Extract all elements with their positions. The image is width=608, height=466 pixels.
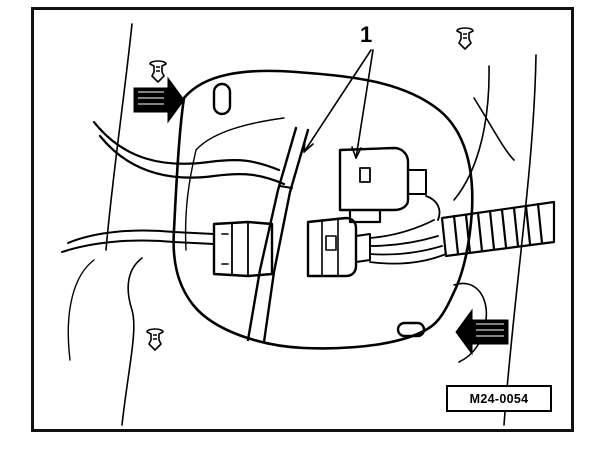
clip-symbol-top-left — [149, 60, 167, 83]
upper-connector-latch — [348, 208, 382, 224]
reference-code: M24-0054 — [469, 391, 529, 406]
upper-connector-housing — [338, 146, 410, 212]
technical-illustration — [61, 23, 556, 426]
diagram-frame: 1 M24-0054 — [31, 7, 574, 432]
left-cable-edge-b — [61, 239, 215, 253]
diagonal-bracket-edge — [262, 128, 310, 344]
upper-hose-edge-b — [98, 134, 286, 186]
right-side-contour — [473, 97, 515, 161]
body-panel-contour-bottom — [67, 259, 95, 361]
lower-left-connector-rib — [221, 233, 229, 265]
diagonal-bracket — [246, 126, 298, 342]
body-panel-contour-lower-left — [121, 257, 143, 426]
center-connector-housing — [306, 216, 358, 278]
body-panel-contour-left — [105, 23, 133, 251]
body-panel-contour-right-top — [453, 65, 490, 201]
corrugated-conduit — [440, 200, 556, 258]
callout-label-1: 1 — [360, 22, 373, 47]
clip-symbol-bottom-left — [146, 328, 164, 351]
plate-inner-contour — [184, 117, 285, 251]
lower-mounting-slot — [396, 321, 426, 338]
callout-leader-arrow-left — [303, 139, 314, 153]
callout-leader-arrow-right — [351, 146, 362, 159]
bracket-cross-rib — [279, 185, 293, 189]
upper-mounting-slot — [212, 82, 232, 116]
clip-symbol-top-right — [456, 27, 474, 50]
lower-left-connector-housing — [212, 220, 274, 278]
mounting-plate — [172, 69, 474, 350]
callout-leader-line-right — [355, 49, 374, 159]
conduit-rings — [452, 202, 544, 256]
upper-connector-pin — [359, 167, 371, 183]
center-connector-window — [325, 235, 337, 251]
lower-left-connector-divider — [231, 221, 249, 277]
direction-arrow-right — [455, 308, 509, 356]
callout-leader-line-left — [303, 49, 372, 153]
upper-connector-rib — [407, 169, 427, 195]
body-panel-contour-right — [503, 54, 537, 426]
wire-bundle-lines — [369, 195, 447, 265]
reference-code-box: M24-0054 — [446, 385, 552, 412]
upper-hose-edge-a — [92, 120, 281, 172]
direction-arrow-left — [133, 76, 185, 124]
center-connector-divider — [321, 217, 339, 277]
center-connector-latch — [355, 233, 371, 263]
left-cable-edge-a — [67, 229, 215, 244]
